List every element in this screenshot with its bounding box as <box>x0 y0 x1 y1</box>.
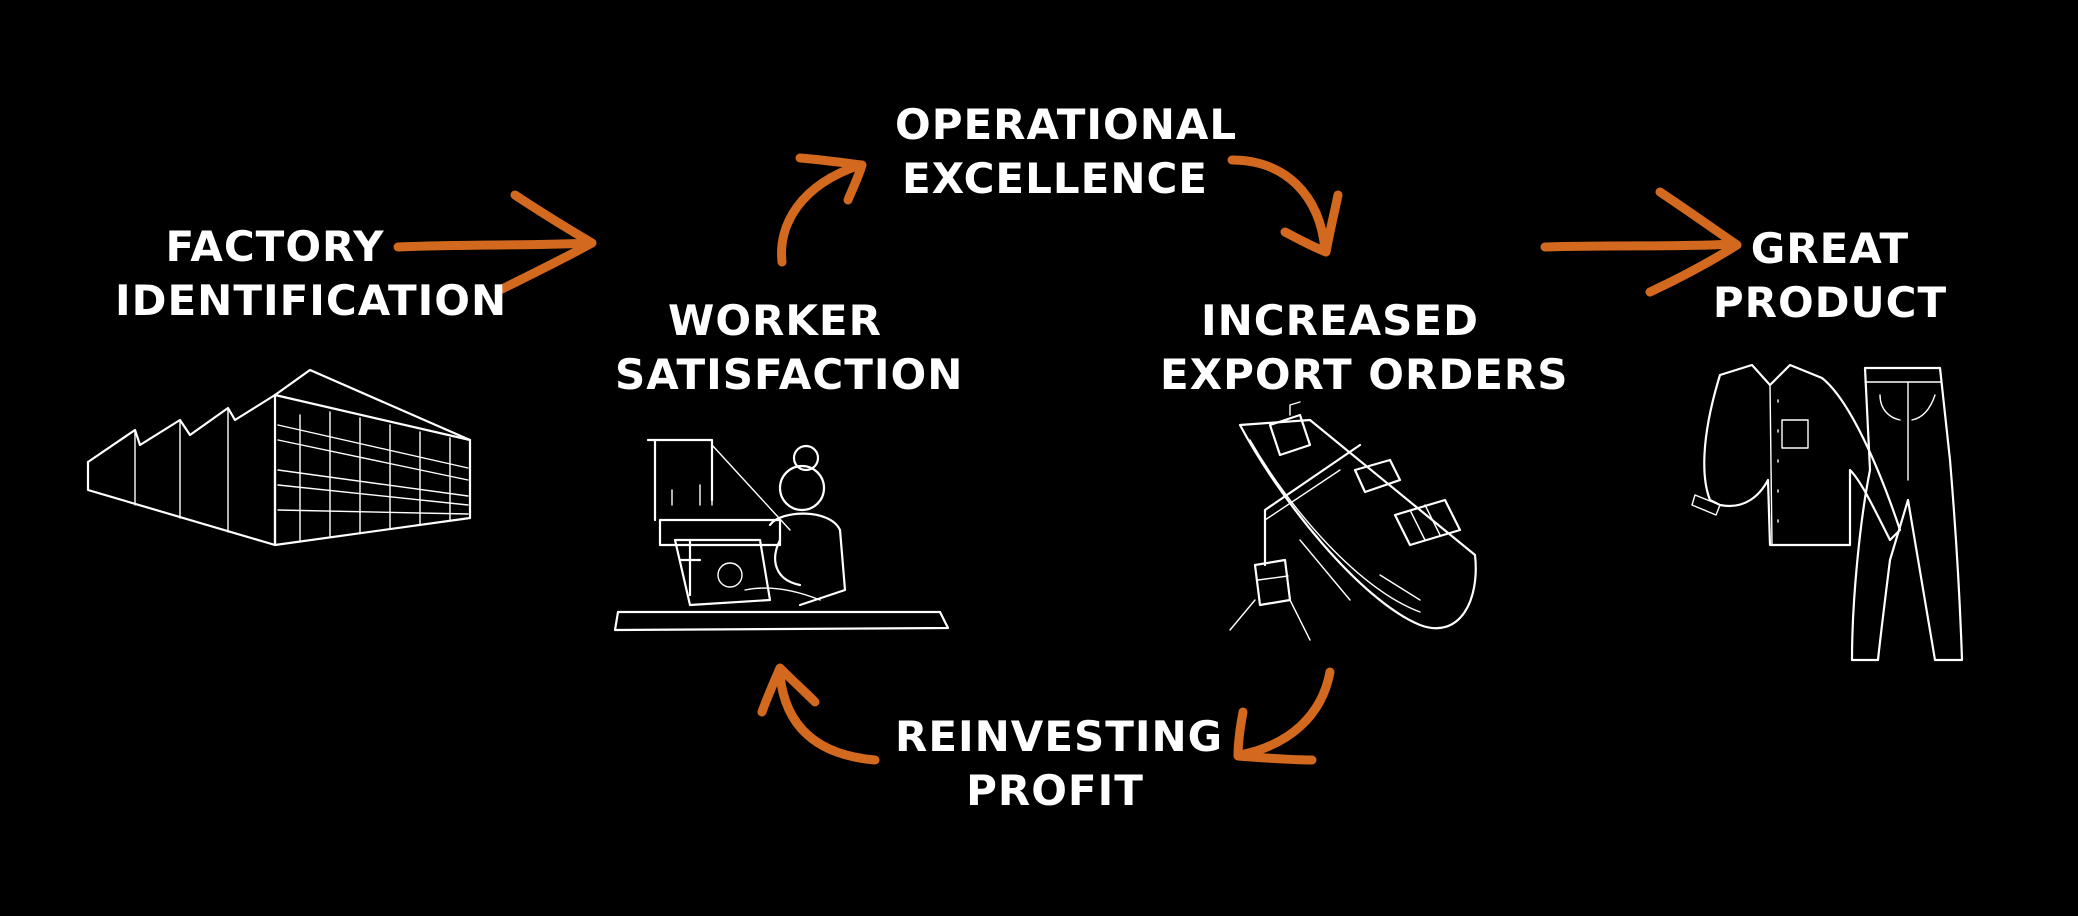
arrow-factory-to-worker <box>393 190 597 295</box>
increased-export-orders-line1: INCREASED <box>1201 296 1479 345</box>
shirt-pants-icon <box>1691 363 1964 662</box>
great-product-label: GREAT PRODUCT <box>1710 222 1950 330</box>
great-product-line1: GREAT <box>1750 224 1910 273</box>
arrow-export-to-product <box>1540 187 1742 297</box>
arrow-operational-to-export <box>1227 155 1343 257</box>
arrow-reinvest-to-worker <box>757 663 880 765</box>
reinvesting-profit-line2: PROFIT <box>966 766 1144 815</box>
sewing-worker-icon <box>613 438 950 632</box>
worker-satisfaction-line2: SATISFACTION <box>615 350 964 399</box>
operational-excellence-label: OPERATIONAL EXCELLENCE <box>895 98 1238 206</box>
worker-satisfaction-line1: WORKER <box>668 296 882 345</box>
reinvesting-profit-label: REINVESTING PROFIT <box>895 710 1224 818</box>
arrow-worker-to-operational <box>777 153 867 267</box>
reinvesting-profit-line1: REINVESTING <box>895 712 1224 761</box>
factory-building-icon <box>86 368 472 547</box>
cargo-ship-icon <box>1229 401 1477 641</box>
increased-export-orders-label: INCREASED EXPORT ORDERS <box>1160 294 1569 402</box>
operational-excellence-line2: EXCELLENCE <box>902 154 1208 203</box>
arrow-export-to-reinvest <box>1233 667 1335 765</box>
factory-identification-line1: FACTORY <box>165 222 385 271</box>
increased-export-orders-line2: EXPORT ORDERS <box>1160 350 1569 399</box>
factory-identification-label: FACTORY IDENTIFICATION <box>115 220 508 328</box>
worker-satisfaction-label: WORKER SATISFACTION <box>615 294 964 402</box>
factory-identification-line2: IDENTIFICATION <box>115 276 508 325</box>
operational-excellence-line1: OPERATIONAL <box>895 100 1238 149</box>
great-product-line2: PRODUCT <box>1712 278 1948 327</box>
